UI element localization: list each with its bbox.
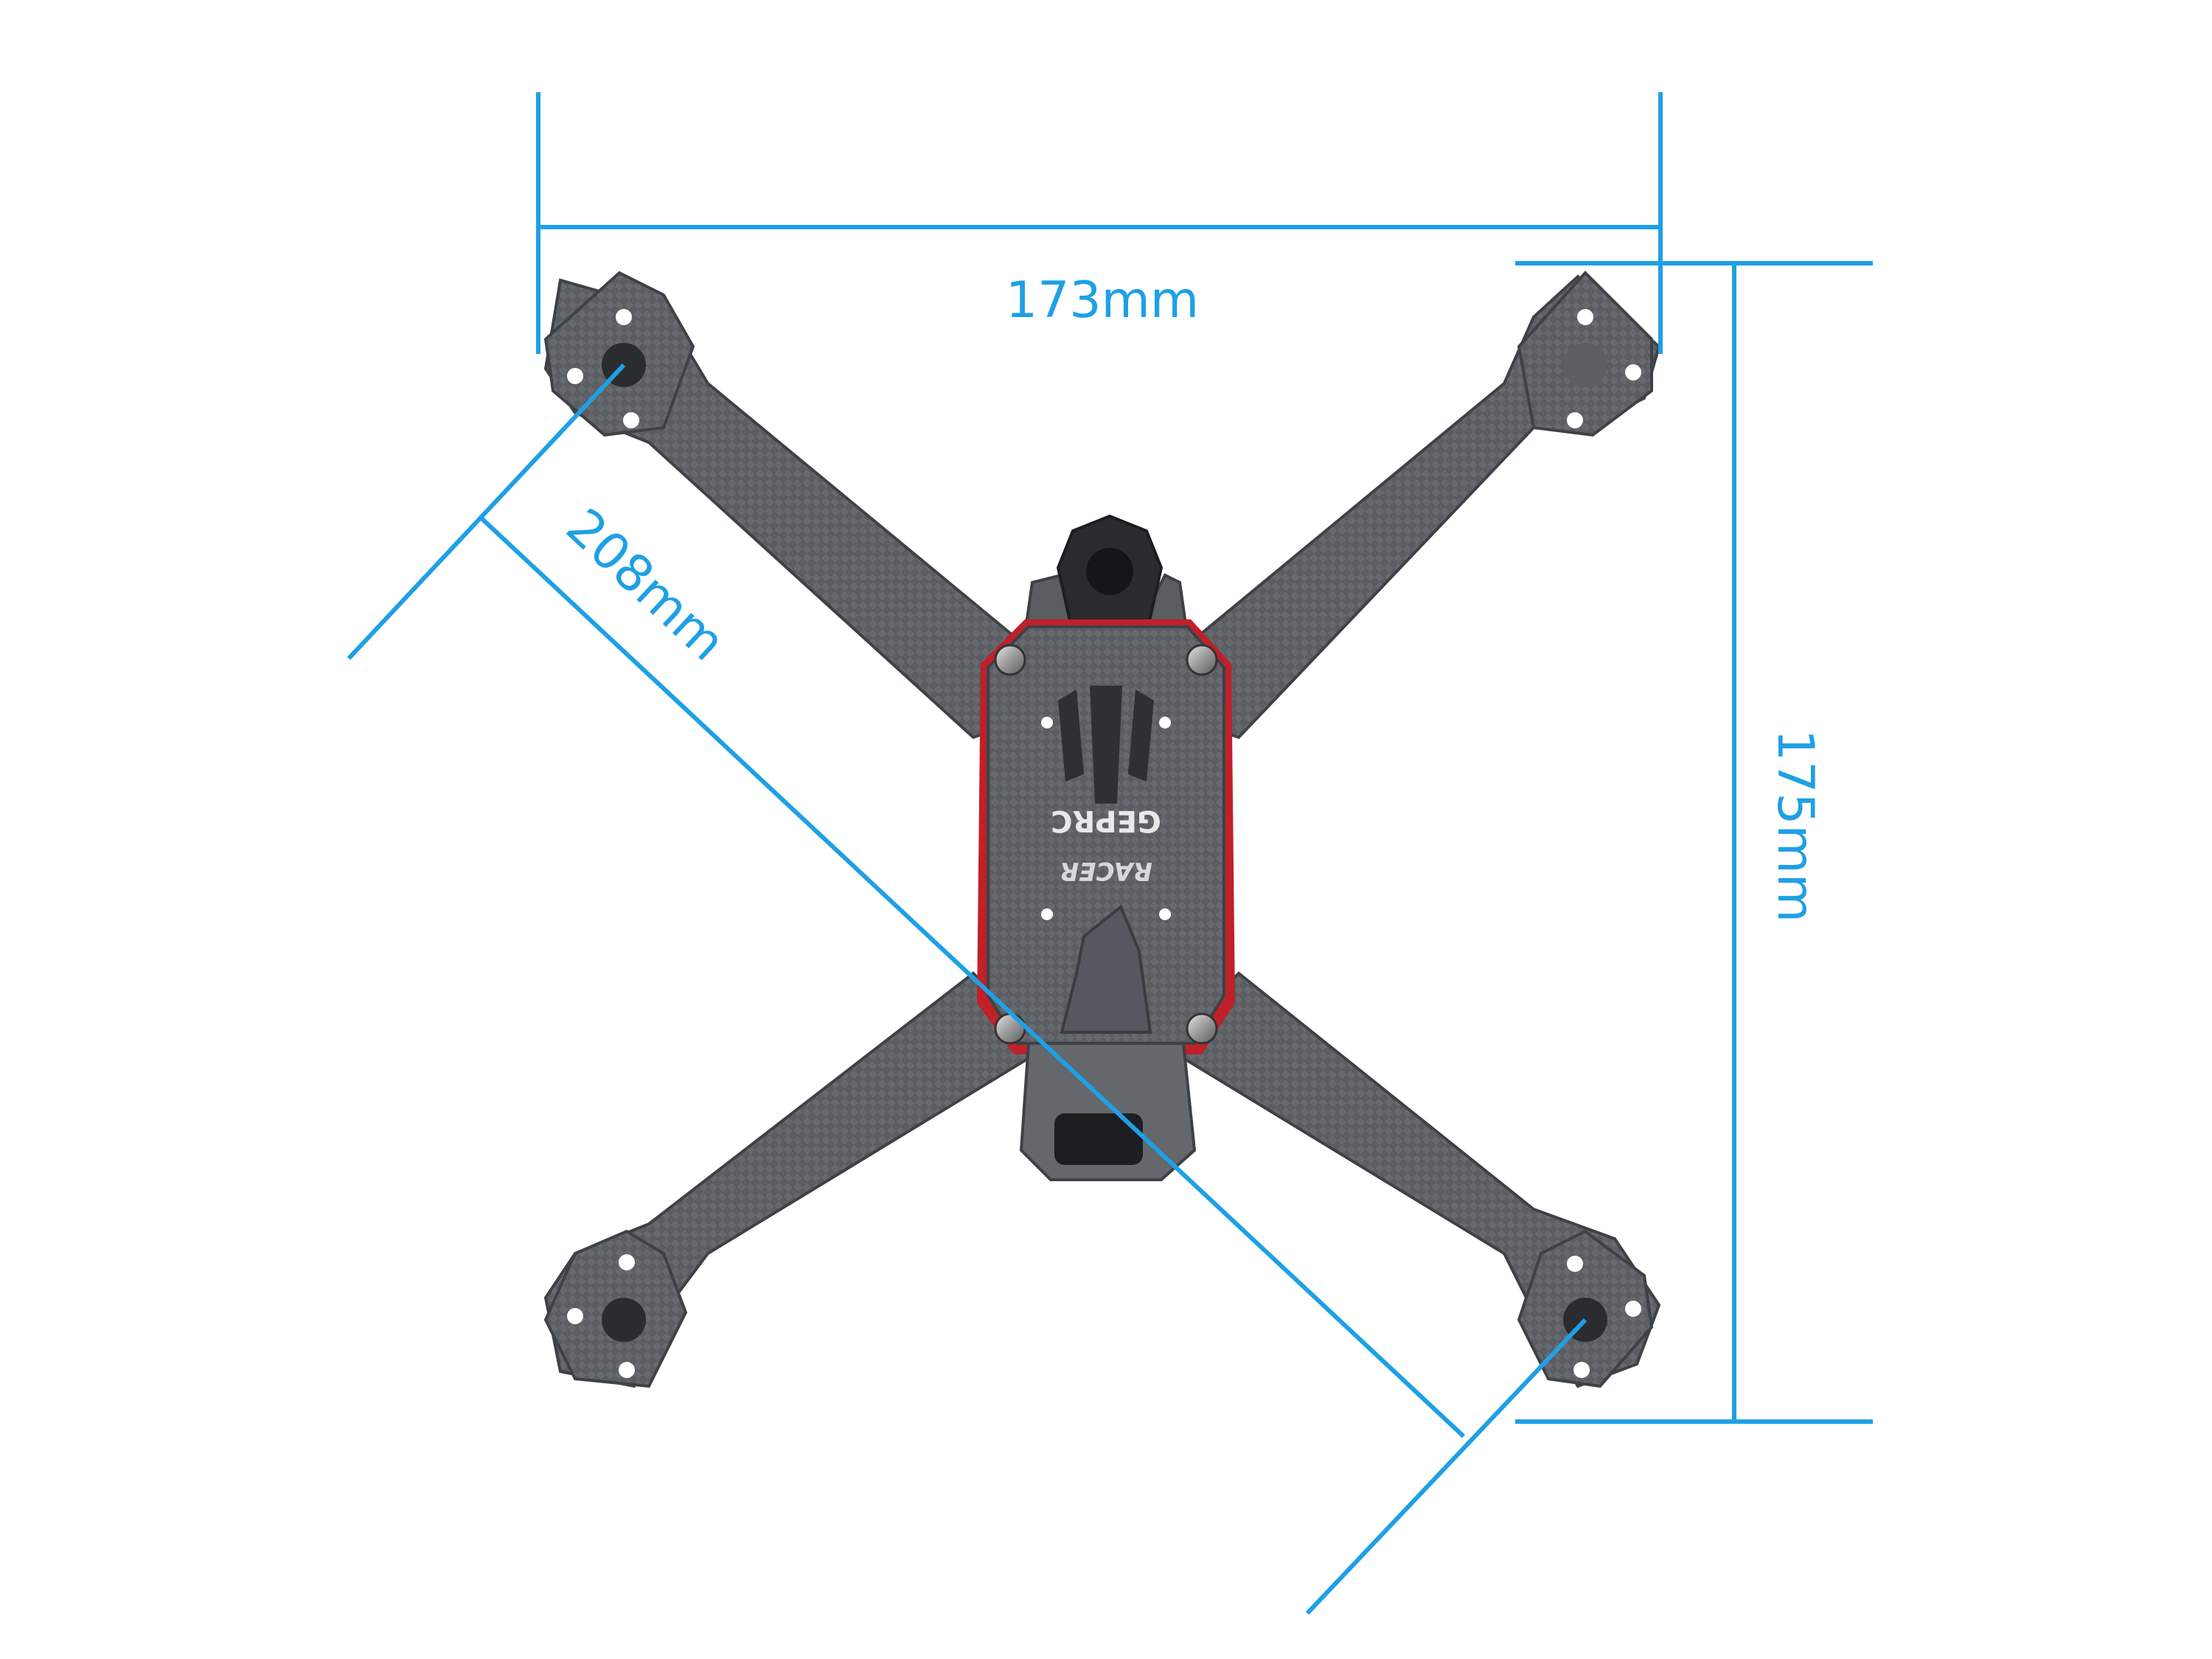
dimension-lines [347,92,1873,1615]
motor-mount-top-right [1517,271,1653,437]
antenna-mount [1060,904,1152,1034]
rear-slot [1054,1113,1143,1165]
diagonal-label: 208mm [554,498,736,672]
drone-frame: RACER GEPRC [543,271,1661,1388]
motor-mount-bottom-left [543,1229,688,1388]
height-label: 175mm [1766,729,1824,922]
camera-mount [1023,514,1189,636]
frame-logo: RACER GEPRC [1051,804,1161,886]
width-label: 173mm [1006,271,1199,330]
logo-model-text: RACER [1060,856,1152,886]
logo-brand-text: GEPRC [1051,804,1161,838]
diag-ext-top [347,363,626,661]
motor-mount-top-left [543,271,695,437]
screw-heads [994,644,1218,1045]
diag-dim-line [479,515,1466,1439]
body-top-plate [987,625,1225,1045]
center-body: RACER GEPRC [977,619,1235,1054]
diag-ext-bottom [1305,1318,1587,1615]
